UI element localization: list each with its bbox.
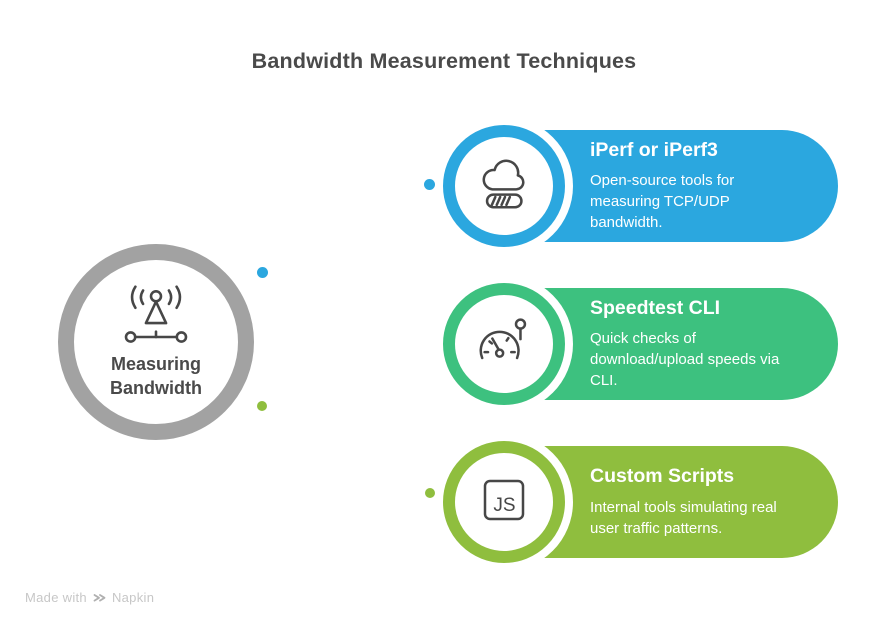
js-icon: JS — [475, 471, 533, 534]
connector-dot-hub-bottom — [257, 401, 267, 411]
card-scripts-title: Custom Scripts — [590, 465, 735, 488]
card-scripts-text: Custom Scripts Internal tools simulating… — [590, 446, 840, 558]
napkin-logo-icon — [92, 592, 107, 604]
connector-dot-card3 — [425, 488, 435, 498]
page-title: Bandwidth Measurement Techniques — [251, 49, 637, 73]
watermark-brand: Napkin — [111, 590, 155, 605]
central-hub-label: Measuring Bandwidth — [110, 354, 202, 398]
svg-text:JS: JS — [493, 495, 515, 516]
card-scripts-description: Internal tools simulating real user traf… — [590, 498, 777, 537]
card-iperf-description: Open-source tools for measuring TCP/UDP … — [590, 172, 735, 232]
central-hub-circle: Measuring Bandwidth — [58, 244, 254, 440]
card-speedtest-badge — [443, 283, 565, 405]
antenna-icon — [110, 284, 202, 349]
connector-dot-card1 — [424, 179, 435, 190]
watermark: Made with Napkin — [25, 590, 154, 605]
watermark-made-with: Made with — [25, 590, 87, 605]
speedometer-icon — [473, 311, 535, 378]
card-speedtest-description: Quick checks of download/upload speeds v… — [590, 330, 780, 390]
card-speedtest-title: Speedtest CLI — [590, 296, 721, 319]
card-iperf-text: iPerf or iPerf3 Open-source tools for me… — [590, 130, 840, 242]
connector-dot-hub-top — [257, 267, 268, 278]
card-scripts-badge: JS — [443, 441, 565, 563]
cloud-bandwidth-icon — [473, 153, 535, 220]
card-iperf-title: iPerf or iPerf3 — [590, 138, 718, 161]
card-speedtest-text: Speedtest CLI Quick checks of download/u… — [590, 288, 840, 400]
card-iperf-badge — [443, 125, 565, 247]
